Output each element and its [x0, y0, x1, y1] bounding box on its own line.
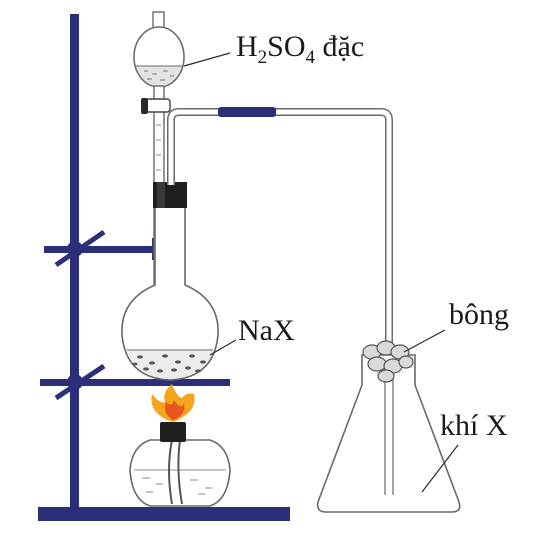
upper-clamp-screw: [54, 229, 106, 268]
stand-base: [38, 507, 290, 521]
label-cotton: bông: [449, 298, 509, 331]
delivery-tube: [167, 107, 393, 495]
burner-body: [129, 439, 231, 507]
lower-ring-arm: [40, 379, 230, 386]
leader-cotton: [403, 329, 446, 353]
solid-particles: [132, 354, 206, 373]
cotton-plug: [362, 340, 414, 383]
burner-cap: [160, 422, 186, 442]
leader-lines: [183, 52, 459, 493]
label-acid-tail: đặc: [315, 30, 364, 63]
label-salt: NaX: [238, 314, 295, 347]
funnel-neck: [152, 11, 165, 29]
flame-inner: [164, 400, 185, 420]
funnel-stopcock-handle: [141, 98, 148, 114]
leader-gas: [421, 444, 459, 493]
label-gas: khí X: [440, 409, 508, 442]
lower-clamp-screw: [54, 363, 106, 401]
upper-clamp-arm: [44, 246, 162, 253]
stem-through-stopper: [157, 182, 165, 208]
round-bottom-flask: [121, 182, 219, 381]
flask-body: [121, 182, 219, 381]
flask-liquid: [127, 350, 213, 379]
leader-acid: [183, 52, 231, 67]
label-acid-h: H: [236, 30, 258, 63]
label-acid-so: SO: [267, 30, 305, 63]
erlenmeyer-flask: [316, 340, 461, 513]
funnel-liquid: [136, 66, 182, 87]
funnel-liquid-marks: [144, 70, 174, 81]
tube-inner: [168, 109, 392, 495]
label-acid: H2SO4 đặc: [236, 30, 364, 68]
rubber-connector: [218, 107, 276, 117]
stand-rod: [70, 14, 79, 508]
alcohol-burner: [129, 384, 231, 507]
label-acid-sub2: 4: [306, 47, 316, 68]
conical-flask-body: [316, 354, 461, 513]
funnel-stopcock: [145, 98, 171, 113]
leader-salt: [209, 339, 237, 356]
burner-wick-2: [177, 439, 183, 505]
label-acid-sub1: 2: [258, 47, 268, 68]
burner-wick: [168, 439, 173, 505]
burner-liquid-marks: [142, 477, 212, 495]
